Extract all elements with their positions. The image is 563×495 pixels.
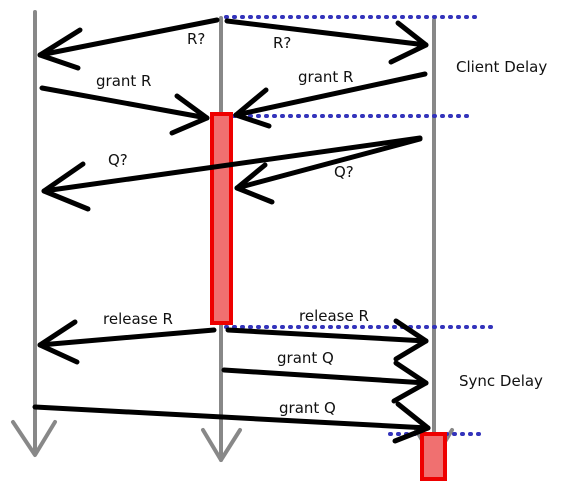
message-release-r-right: [225, 318, 429, 362]
label-q-query-mid: Q?: [334, 163, 354, 181]
message-release-r-left: [37, 319, 217, 365]
label-r-query-right: R?: [273, 34, 291, 52]
label-release-r-left: release R: [103, 310, 173, 328]
timeline-left: [11, 10, 57, 457]
label-r-query-left: R?: [187, 30, 205, 48]
critical-section-right: [420, 432, 447, 481]
critical-section-middle: [210, 112, 233, 325]
label-grant-q-left: grant Q: [279, 399, 336, 417]
message-r-query-left: [37, 17, 220, 71]
message-q-query-mid: [234, 136, 423, 205]
label-grant-q-mid: grant Q: [277, 349, 334, 367]
message-grant-r-right: [233, 71, 428, 129]
timeline-right: [414, 18, 454, 462]
label-grant-r-left: grant R: [96, 72, 151, 90]
label-grant-r-right: grant R: [298, 68, 353, 86]
label-release-r-right: release R: [299, 307, 369, 325]
message-grant-r-left: [39, 85, 210, 136]
message-q-query-left: [41, 135, 423, 212]
message-grant-q-mid: [221, 360, 429, 404]
message-grant-q-left: [32, 401, 431, 444]
message-r-query-right: [224, 18, 429, 65]
annotation-sync-delay: Sync Delay: [459, 372, 543, 390]
label-q-query-left: Q?: [108, 151, 128, 169]
annotation-client-delay: Client Delay: [456, 58, 547, 76]
